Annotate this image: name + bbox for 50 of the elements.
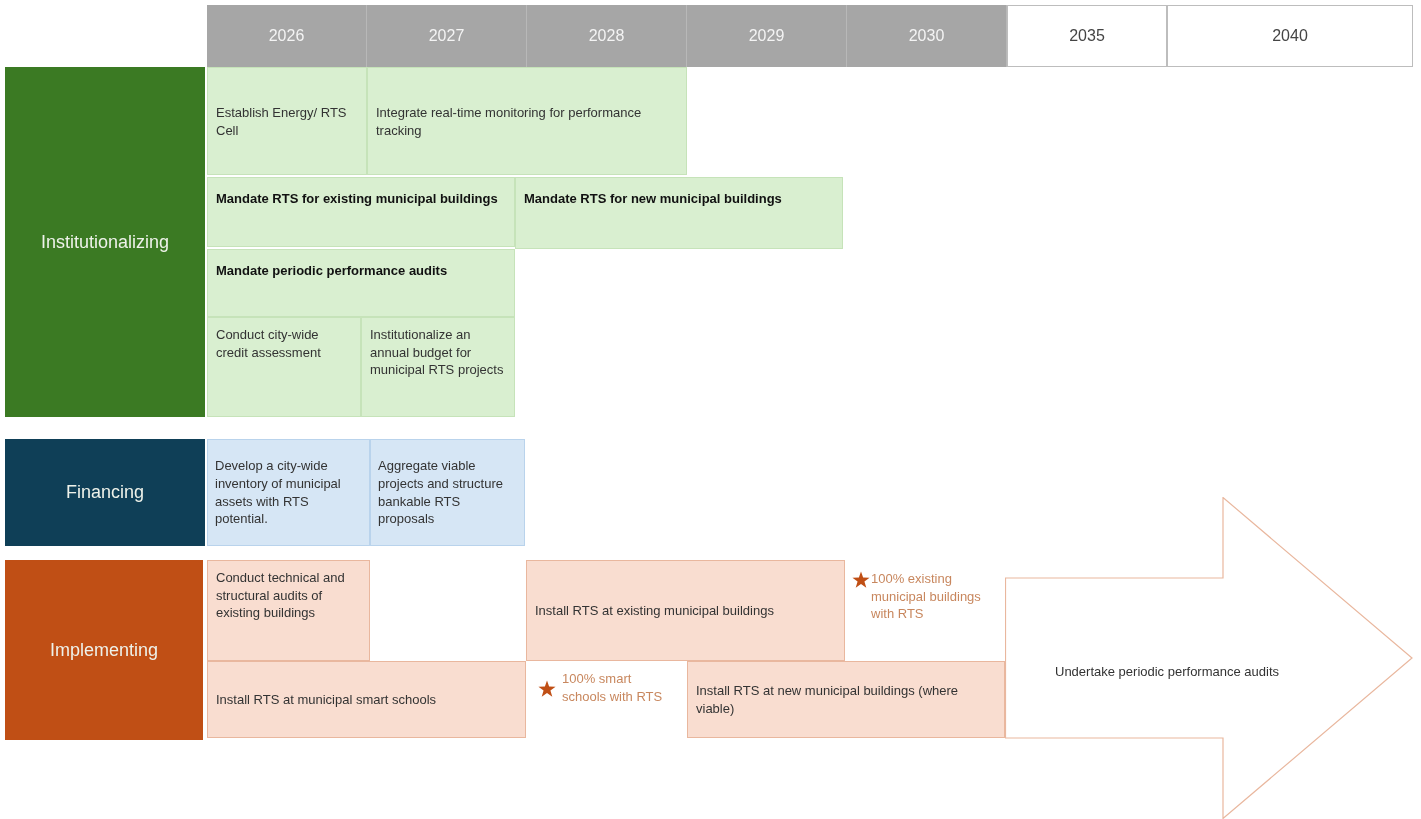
activity-text: Conduct technical and structural audits of existing buildings [216,569,346,622]
activity-text: Aggregate viable projects and structure bankable RTS proposals [378,457,504,528]
activity-text: Install RTS at municipal smart schools [216,690,437,709]
category-label: Institutionalizing [40,230,170,254]
category-label: Financing [65,481,144,505]
milestone-text: 100% smart schools with RTS [562,670,664,706]
year-label: 2035 [1069,26,1105,47]
activity-bar [207,439,370,546]
activity-bar [361,317,515,417]
row-header [5,67,205,417]
activity-bar [367,67,687,175]
activity-bar [687,661,1005,738]
year-header [367,5,527,67]
year-label: 2027 [428,26,465,47]
year-header [527,5,687,67]
activity-bar [207,67,367,175]
row-header [5,439,205,546]
activity-text: Mandate RTS for existing municipal buildings [216,190,498,208]
activity-text: Institutionalize an annual budget for municipal RTS projects [370,326,505,379]
arrow-shape [1005,497,1413,819]
activity-text: Undertake periodic performance audits [1055,663,1280,681]
year-label: 2030 [908,26,945,47]
milestone-text: 100% existing municipal buildings with RTS [871,570,982,623]
year-label: 2026 [268,26,305,47]
category-label: Implementing [49,638,159,662]
activity-bar [515,177,843,249]
year-header [1007,5,1167,67]
activity-text: Mandate periodic performance audits [216,262,448,280]
activity-bar [207,317,361,417]
activity-text: Mandate RTS for new municipal buildings [524,190,782,208]
year-header [687,5,847,67]
activity-bar [207,661,526,738]
activity-bar [207,560,370,661]
year-label: 2028 [588,26,625,47]
year-label: 2040 [1272,26,1308,47]
year-header [207,5,367,67]
year-header [847,5,1007,67]
activity-bar [370,439,525,546]
activity-bar [526,560,845,661]
activity-bar [207,177,515,247]
activity-text: Install RTS at new municipal buildings (where viable) [696,681,960,718]
activity-bar [207,249,515,317]
activity-text: Conduct city-wide credit assessment [216,326,322,362]
year-header [1167,5,1413,67]
year-label: 2029 [748,26,785,47]
activity-text: Establish Energy/ RTS Cell [216,104,348,140]
activity-text: Integrate real-time monitoring for performance tracking [376,104,643,140]
row-header [5,560,203,740]
activity-text: Install RTS at existing municipal buildings [535,601,774,620]
activity-text: Develop a city-wide inventory of municipal assets with RTS potential. [215,457,342,528]
